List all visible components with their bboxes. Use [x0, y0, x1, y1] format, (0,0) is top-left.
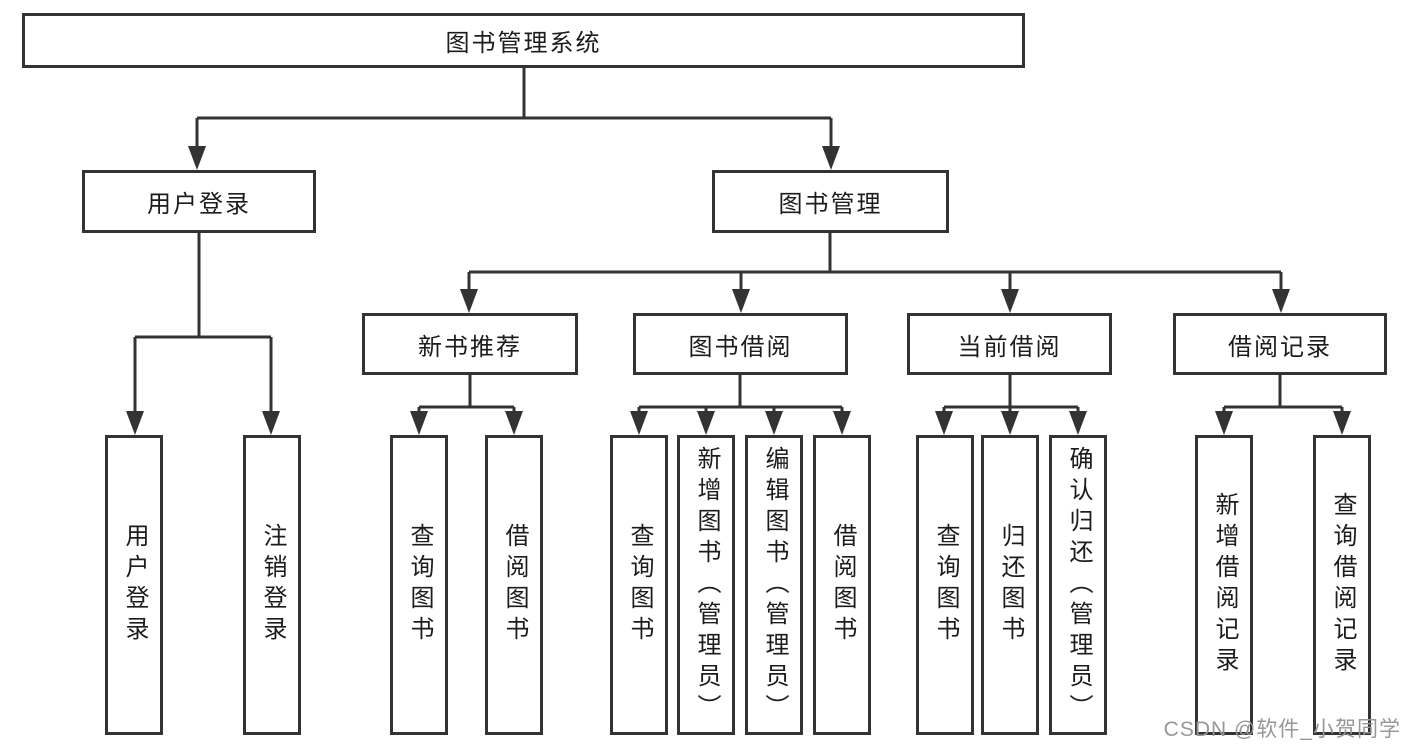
leaf-user-login: 用户登录	[105, 435, 163, 735]
connector-root-to-level2	[188, 68, 840, 170]
arrowhead	[630, 411, 648, 435]
leaf-add-borrow-record: 新增借阅记录	[1195, 435, 1253, 735]
arrowhead	[697, 411, 715, 435]
leaf-query-borrow-record-label: 查询借阅记录	[1329, 492, 1356, 678]
node-new-book-recommend-label: 新书推荐	[418, 333, 522, 361]
node-book-borrow-label: 图书借阅	[688, 333, 793, 361]
leaf-borrow-books-label: 借阅图书	[829, 523, 856, 647]
node-book-borrow: 图书借阅	[633, 313, 848, 375]
arrowhead	[1272, 289, 1290, 313]
arrowhead	[1333, 411, 1351, 435]
connector-user-login-children	[126, 233, 280, 435]
node-borrow-records-label: 借阅记录	[1228, 333, 1332, 361]
csdn-watermark: CSDN @软件_小贺同学	[1163, 718, 1401, 741]
leaf-user-login-label: 用户登录	[121, 523, 148, 647]
leaf-add-books-admin: 新增图书（管理员）	[677, 435, 735, 735]
node-borrow-records: 借阅记录	[1173, 313, 1387, 375]
arrowhead	[732, 289, 750, 313]
arrowhead	[1001, 289, 1019, 313]
leaf-add-borrow-record-label: 新增借阅记录	[1211, 492, 1238, 678]
node-current-borrow-label: 当前借阅	[957, 333, 1062, 361]
leaf-query-books-borrow-label: 查询图书	[626, 523, 653, 647]
leaf-confirm-return-admin: 确认归还（管理员）	[1049, 435, 1107, 735]
arrowhead	[188, 146, 206, 170]
leaf-borrow-books: 借阅图书	[813, 435, 871, 735]
leaf-borrow-books-recommend-label: 借阅图书	[501, 523, 528, 647]
node-root-label: 图书管理系统	[445, 30, 602, 57]
leaf-query-borrow-record: 查询借阅记录	[1313, 435, 1371, 735]
leaf-query-books-current-label: 查询图书	[932, 523, 959, 647]
arrowhead	[822, 146, 840, 170]
arrowhead	[126, 411, 144, 435]
arrowhead	[833, 411, 851, 435]
leaf-borrow-books-recommend: 借阅图书	[485, 435, 543, 735]
arrowhead	[935, 411, 953, 435]
leaf-return-books-label: 归还图书	[997, 523, 1024, 647]
leaf-query-books-borrow: 查询图书	[610, 435, 668, 735]
arrowhead	[460, 289, 478, 313]
connector-book-management-sections	[460, 233, 1290, 313]
connector-current-borrow-children	[935, 375, 1087, 435]
arrowhead	[505, 411, 523, 435]
leaf-query-books-recommend-label: 查询图书	[406, 523, 433, 647]
arrowhead	[1069, 411, 1087, 435]
leaf-edit-books-admin-label: 编辑图书（管理员）	[761, 445, 788, 725]
leaf-logout-label: 注销登录	[259, 523, 286, 647]
leaf-query-books-recommend: 查询图书	[390, 435, 448, 735]
leaf-return-books: 归还图书	[981, 435, 1039, 735]
leaf-confirm-return-admin-label: 确认归还（管理员）	[1065, 445, 1092, 725]
node-book-management-label: 图书管理	[778, 191, 883, 218]
arrowhead	[765, 411, 783, 435]
arrowhead	[410, 411, 428, 435]
node-root: 图书管理系统	[22, 13, 1025, 68]
node-user-login: 用户登录	[82, 170, 316, 233]
node-book-management: 图书管理	[712, 170, 949, 233]
node-new-book-recommend: 新书推荐	[362, 313, 578, 375]
leaf-add-books-admin-label: 新增图书（管理员）	[693, 445, 720, 725]
connector-book-borrow-children	[630, 375, 851, 435]
leaf-query-books-current: 查询图书	[916, 435, 974, 735]
node-user-login-label: 用户登录	[147, 191, 251, 218]
arrowhead	[1215, 411, 1233, 435]
connector-new-book-recommend-children	[410, 375, 523, 435]
node-current-borrow: 当前借阅	[907, 313, 1112, 375]
leaf-edit-books-admin: 编辑图书（管理员）	[745, 435, 803, 735]
arrowhead	[262, 411, 280, 435]
connector-borrow-records-children	[1215, 375, 1351, 435]
arrowhead	[1001, 411, 1019, 435]
leaf-logout: 注销登录	[243, 435, 301, 735]
